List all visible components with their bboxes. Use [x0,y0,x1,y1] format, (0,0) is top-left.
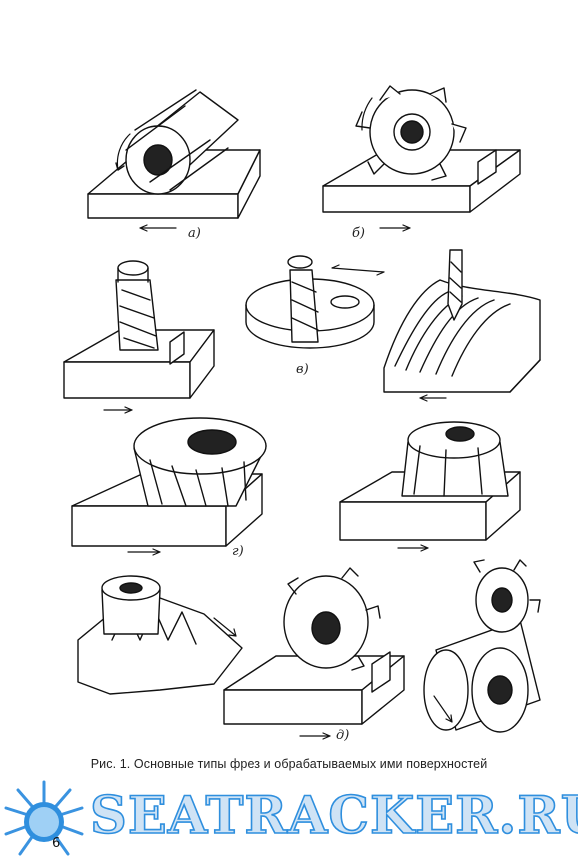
drawing-end-mill-ring [245,255,375,349]
drawing-gear-cutter [77,575,243,695]
sun-logo-icon [4,780,84,856]
figure-label-v: в) [296,362,309,377]
drawing-contour-mill [383,249,541,393]
drawing-keyway-cutter [223,567,405,725]
feed-arrows [103,224,453,740]
figure-label-b: б) [352,226,366,241]
drawing-disc-cutter [322,85,521,213]
watermark-text: SEATRACKER.RU [89,785,578,847]
page-number: 6 [52,836,61,851]
figure-label-d: д) [336,728,350,743]
milling-cutters-figure [63,85,541,740]
drawing-shell-cutter [71,417,267,547]
drawing-shaft-keyway [423,559,541,733]
figure-label-g: г) [232,544,244,559]
drawing-cylindrical-cutter [87,89,261,219]
figure-label-a: а) [188,226,201,241]
drawing-face-mill [339,421,521,541]
drawing-end-mill-slot [63,260,215,399]
figure-caption: Рис. 1. Основные типы фрез и обрабатывае… [90,757,488,771]
